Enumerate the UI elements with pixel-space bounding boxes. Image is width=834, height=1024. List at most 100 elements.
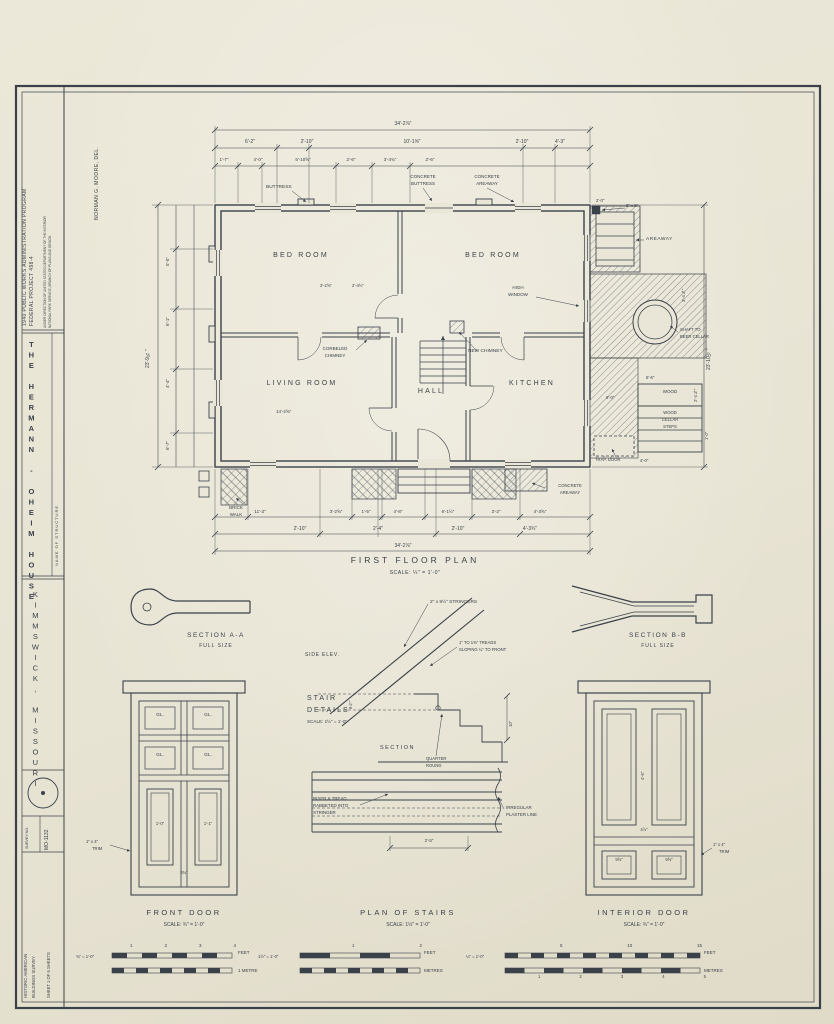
section-a-a-title: SECTION A-A <box>187 632 245 639</box>
room-label-kitchen: KITCHEN <box>508 380 556 387</box>
glass-pane-label: GL. <box>156 713 164 718</box>
compass-stamp-icon <box>27 777 59 809</box>
dim: 2'-6" <box>346 157 356 162</box>
dim: 6'-7" <box>165 441 170 450</box>
brick-walk <box>220 468 248 506</box>
hall-stairs <box>419 336 466 394</box>
stair-details-title: DETAILS <box>307 707 350 714</box>
glass-pane-label: GL. <box>204 753 212 758</box>
scale-ratio-label: 1½" = 1'-0" <box>258 954 279 959</box>
dim: 10'-1⅝" <box>403 139 421 145</box>
dimension-lines <box>152 126 708 555</box>
beer-cellar-shaft <box>632 299 678 345</box>
plan-scale: SCALE: ¼" = 1'-0" <box>389 570 441 576</box>
dim: 4'-0" <box>253 157 263 162</box>
front-door-linework <box>122 680 246 896</box>
plan-note-concrete-buttress: CONCRETE <box>410 174 436 179</box>
dim-left-overall: 23'-9¾" <box>145 349 151 368</box>
stair-note-riser: STRINGER <box>313 810 336 815</box>
dim: 4'-4" <box>165 379 170 388</box>
dim: 4'-6" <box>640 771 645 780</box>
interior-door-title: INTERIOR DOOR <box>597 908 691 917</box>
scalebar-tick-numbers: 5 10 15 <box>560 943 702 949</box>
plan-note-concrete-areaway-top: AREAWAY <box>476 181 498 186</box>
dim: 2'-4¾" <box>693 388 698 402</box>
dim: 3'-2" <box>491 509 501 514</box>
plan-note-corbeled-chimney: CORBELED <box>322 346 348 351</box>
stair-note-riser: RISER & TREAD <box>313 796 347 801</box>
dim: 2'-4" <box>373 526 383 532</box>
section-a-a-subtitle: FULL SIZE <box>199 643 233 649</box>
trim-note: 1" x 4" <box>713 842 726 847</box>
trim-note: TRIM <box>92 846 103 851</box>
scalebar-unit-label: FEET <box>424 950 436 955</box>
room-label-hall: HALL <box>417 388 445 395</box>
plan-note-shaft: BEER CELLAR <box>680 334 709 339</box>
scalebar-tick-numbers: 1 2 3 4 5 <box>538 974 706 979</box>
stair-details-scale: SCALE: 1½" = 1'-0" <box>307 719 348 724</box>
dim: 5'-6" <box>646 375 655 380</box>
dim-right-overall: 23'-10½" <box>706 348 712 370</box>
plan-openings <box>213 203 591 469</box>
plan-note-wood-cellar-steps: WOOD <box>663 410 677 415</box>
dim: 9½" <box>348 700 353 709</box>
plan-note-wood-cellar-steps: CELLAR <box>661 417 679 422</box>
dim: 3'-2⅝" <box>320 283 332 288</box>
dim: 2'-10" <box>293 526 307 532</box>
dim: 1'-7" <box>219 157 229 162</box>
wpa-program-line: 1940 PUBLIC WORKS ADMINISTRATION PROGRAM <box>22 188 28 326</box>
scalebar-tick-numbers: 1 2 <box>352 943 422 949</box>
tick-label: 5 <box>703 974 706 979</box>
new-chimney <box>449 320 465 334</box>
plan-exterior <box>198 205 707 506</box>
glass-pane-label: GL. <box>204 713 212 718</box>
dim-bottom-overall: 34'-2⅞" <box>394 543 412 549</box>
dim: 2'-10" <box>515 139 529 145</box>
interior-door-scale: SCALE: ¾" = 1'-0" <box>623 922 665 928</box>
plan-note-post: 8" x 8" <box>626 203 639 208</box>
delineator-name: NORMAN G. MOORE, DEL. <box>94 146 100 220</box>
plan-note-brick-walk: BRICK <box>229 505 243 510</box>
stair-note-treads: 1" TO 1⅜" TREADS <box>459 640 497 645</box>
room-label-bedroom-2: BED ROOM <box>465 252 521 259</box>
plan-note-buttress: BUTTRESS <box>266 185 292 190</box>
dim: 1'-1" <box>203 821 213 826</box>
tick-label: 2 <box>579 974 582 979</box>
section-profiles <box>130 585 713 633</box>
stair-note-quarter-round: ROUND <box>426 763 442 768</box>
stair-details-title: STAIR <box>307 695 338 702</box>
wood-platform <box>637 383 703 407</box>
wpa-direction-line: UNDER DIRECTION OF UNITED STATES DEPARTM… <box>43 216 47 328</box>
plan-note-shaft: SHAFT TO <box>680 327 701 332</box>
plan-note-high-window: HIGH <box>512 285 524 290</box>
stair-side-elev-label: SIDE ELEV. <box>305 652 340 658</box>
survey-number: MO-1132 <box>44 829 50 850</box>
tick-label: 4 <box>662 974 665 979</box>
stair-note-riser: RABBETED INTO <box>313 803 349 808</box>
wood-cellar-steps <box>637 405 703 453</box>
tick-label: 1 <box>538 974 541 979</box>
habs-title-line2: BUILDINGS SURVEY <box>31 956 36 998</box>
tick-label: 4 <box>233 943 236 948</box>
dim: 3'-2⅝" <box>329 509 343 514</box>
stair-details-linework <box>311 597 511 852</box>
dim: 2'-0" <box>596 198 605 203</box>
front-steps <box>397 468 471 494</box>
sheet-border <box>14 84 822 1010</box>
plan-note-concrete-areaway-bottom: AREAWAY <box>559 490 581 495</box>
survey-number-label: SURVEY NO. <box>25 826 29 849</box>
tick-label: 1 <box>352 943 355 948</box>
section-b-b-profile <box>571 585 713 633</box>
plan-partitions <box>221 211 584 461</box>
scalebar-unit-label: METRES <box>424 968 443 973</box>
scalebar-unit-label: METRES <box>704 968 723 973</box>
habs-title-line1: HISTORIC AMERICAN <box>23 953 28 998</box>
dim: 4'-3⅝" <box>533 509 547 514</box>
stair-note-plaster: PLASTER LINE <box>506 812 537 817</box>
scalebar-unit-label: FEET <box>704 950 716 955</box>
plan-note-corbeled-chimney: CHIMNEY <box>324 353 346 358</box>
plan-note-brick-walk: WALK <box>229 512 243 517</box>
corbeled-chimney <box>357 326 381 340</box>
dim: 1'-0" <box>155 821 165 826</box>
